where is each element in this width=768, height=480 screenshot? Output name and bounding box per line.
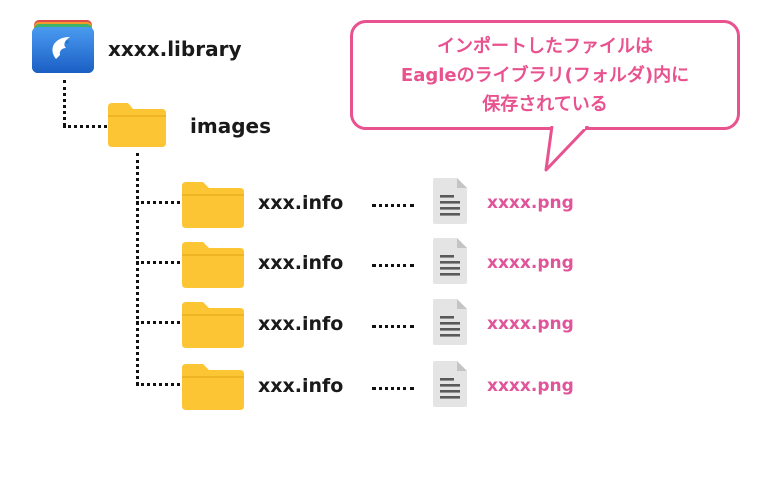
images-folder-name: images — [190, 114, 271, 138]
file-connector — [372, 325, 414, 328]
document-icon — [433, 299, 467, 345]
callout-line: インポートしたファイルは — [437, 35, 653, 57]
file-connector — [372, 264, 414, 267]
file-name: xxxx.png — [487, 314, 574, 334]
callout-line: 保存されている — [482, 93, 608, 115]
library-name: xxxx.library — [108, 37, 242, 61]
eagle-library-icon — [32, 20, 94, 73]
callout-text: インポートしたファイルは Eagleのライブラリ(フォルダ)内に 保存されている — [350, 20, 740, 130]
file-connector — [372, 204, 414, 207]
document-icon — [433, 361, 467, 407]
tree-connector — [136, 261, 180, 264]
callout-line: Eagleのライブラリ(フォルダ)内に — [400, 64, 690, 86]
folder-icon — [108, 103, 166, 147]
tree-connector — [136, 321, 180, 324]
tree-connector — [136, 201, 180, 204]
info-folder-name: xxx.info — [258, 313, 344, 335]
tree-connector — [63, 125, 107, 128]
folder-icon — [182, 242, 244, 288]
info-folder-name: xxx.info — [258, 252, 344, 274]
file-name: xxxx.png — [487, 193, 574, 213]
tree-connector — [136, 383, 180, 386]
file-name: xxxx.png — [487, 253, 574, 273]
document-icon — [433, 178, 467, 224]
folder-icon — [182, 364, 244, 410]
tree-connector — [136, 153, 139, 385]
file-connector — [372, 387, 414, 390]
tree-connector — [63, 80, 66, 126]
file-name: xxxx.png — [487, 376, 574, 396]
info-folder-name: xxx.info — [258, 192, 344, 214]
info-folder-name: xxx.info — [258, 375, 344, 397]
folder-icon — [182, 302, 244, 348]
folder-icon — [182, 182, 244, 228]
document-icon — [433, 238, 467, 284]
callout-bubble — [350, 20, 740, 130]
callout-pointer — [544, 126, 590, 172]
